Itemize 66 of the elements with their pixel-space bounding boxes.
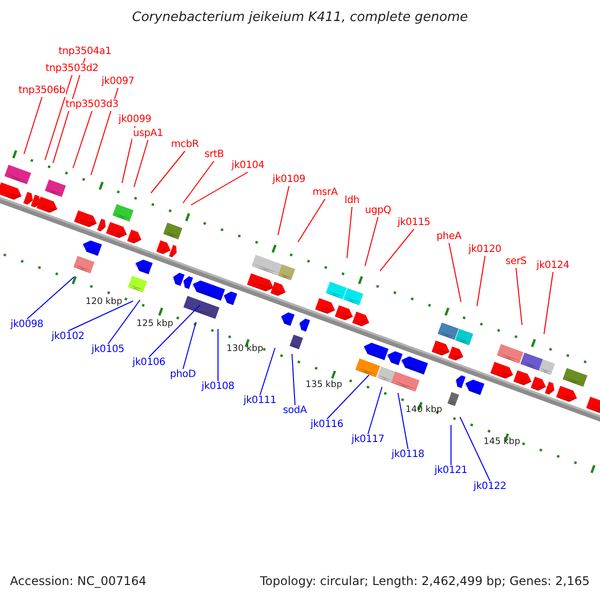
leader-line	[476, 256, 486, 306]
leader-line	[516, 268, 522, 326]
gene-label: tnp3506b	[18, 85, 66, 97]
gene-label: jk0124	[536, 260, 570, 272]
gene-label: uspA1	[132, 128, 164, 140]
gene-label: jk0121	[434, 465, 468, 477]
gene-label: jk0105	[90, 344, 126, 356]
leader-line	[150, 150, 186, 194]
gene-label: jk0115	[396, 217, 432, 229]
gene-label: ugpQ	[364, 205, 392, 217]
gene-label: tnp3503d3	[64, 99, 120, 111]
leader-line	[368, 386, 382, 434]
map-title: Corynebacterium jeikeium K411, complete genome	[131, 10, 469, 25]
footer-text: Accession: NC_007164	[10, 574, 146, 588]
scale-label: 135 kbp	[306, 380, 342, 390]
leader-line	[380, 228, 414, 272]
gene-label: pheA	[436, 231, 462, 243]
leader-line	[292, 354, 296, 406]
leader-line	[24, 96, 42, 154]
gene-label: jk0108	[200, 381, 236, 393]
scale-label: 120 kbp	[86, 297, 122, 307]
leader-line	[26, 276, 74, 320]
leader-line	[134, 140, 148, 188]
scale-label: 125 kbp	[136, 319, 174, 329]
gene-label: jk0120	[468, 244, 502, 256]
gene-label: msrA	[312, 187, 339, 199]
gene-label: jk0097	[100, 76, 136, 88]
leader-line	[148, 304, 200, 358]
leader-line	[72, 110, 92, 168]
gene-label: jk0098	[10, 319, 44, 331]
gene-label: jk0099	[118, 114, 152, 126]
leader-line	[68, 300, 134, 332]
scale-label: 130 kbp	[226, 344, 264, 354]
gene-label: jk0111	[242, 395, 278, 407]
gene-label: srtB	[204, 149, 225, 161]
leader-line	[108, 300, 140, 344]
leader-line	[44, 74, 72, 160]
leader-line	[298, 198, 326, 242]
leader-line	[448, 242, 462, 302]
leader-line	[278, 186, 290, 236]
leader-line	[364, 216, 378, 266]
leader-line	[346, 206, 352, 258]
gene-label: jk0106	[132, 357, 166, 369]
gene-label: jk0118	[390, 449, 426, 461]
leader-line	[460, 416, 490, 482]
gene-label: jk0104	[230, 160, 266, 172]
leader-line	[182, 160, 214, 204]
leader-line	[544, 272, 554, 334]
leader-line	[326, 374, 370, 420]
footer-text: Topology: circular; Length: 2,462,499 bp; Genes: 2,165	[260, 574, 590, 588]
gene-label: tnp3503d2	[44, 63, 100, 75]
leader-line	[450, 424, 452, 466]
gene-label: tnp3504a1	[58, 46, 112, 58]
gene-label: phoD	[169, 369, 197, 381]
scale-label: 140 kbp	[406, 405, 442, 415]
scale-label: 145 kbp	[484, 437, 520, 447]
gene-label: jk0116	[310, 419, 344, 431]
leader-line	[182, 322, 196, 370]
gene-label: jk0122	[472, 481, 508, 493]
leader-line	[190, 172, 248, 206]
leader-line	[260, 348, 276, 396]
leader-line	[398, 392, 408, 450]
gene-label: jk0102	[50, 331, 86, 343]
gene-label: jk0109	[272, 174, 306, 186]
gene-label: jk0117	[350, 434, 386, 446]
gene-label: mcbR	[170, 139, 200, 151]
